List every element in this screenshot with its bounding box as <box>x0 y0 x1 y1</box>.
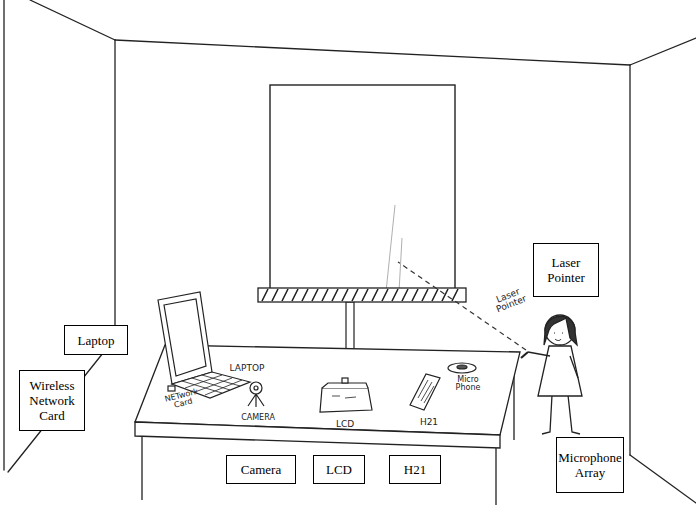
frame-edge <box>3 0 4 470</box>
board-tray <box>258 288 466 302</box>
presenter-arm <box>528 352 550 356</box>
label-box: H21 <box>389 455 441 484</box>
lcd-top <box>322 383 368 388</box>
lcd-knob <box>342 378 348 383</box>
back-wall-top <box>115 40 630 65</box>
board-marks <box>386 205 402 292</box>
label-box: LCD <box>313 455 365 484</box>
h21-device <box>410 374 440 410</box>
h21-drawing <box>410 374 440 410</box>
box-label: H21 <box>404 462 426 477</box>
screen-bezel <box>164 299 206 376</box>
floor-edge <box>630 455 696 503</box>
laptop-drawing <box>158 292 250 398</box>
box-label: LCD <box>326 462 352 477</box>
whiteboard-surface <box>270 85 455 289</box>
lcd-box <box>320 388 372 412</box>
microphone-center <box>457 365 467 369</box>
box-text-group: H21 <box>404 462 426 477</box>
box-label: Wireless Network Card <box>24 378 80 423</box>
wall-corner <box>114 40 115 338</box>
camera-drawing <box>248 382 264 407</box>
handwritten-label: Laser Pointer <box>486 284 534 318</box>
box-label: Laser Pointer <box>538 255 594 285</box>
label-box: Wireless Network Card <box>19 370 85 431</box>
ceiling-edge <box>630 38 696 65</box>
label-box: Microphone Array <box>556 437 624 493</box>
handwritten-label: Micro Phone <box>448 376 488 393</box>
box-label: Microphone Array <box>558 450 622 480</box>
handwritten-label: CAMERA <box>236 414 280 422</box>
presenter-figure <box>521 315 582 434</box>
box-text-group: Camera <box>241 462 281 477</box>
camera-lens <box>254 386 258 390</box>
presenter-legs <box>542 395 580 434</box>
presenter-dress <box>538 346 582 396</box>
room-walls <box>4 0 696 503</box>
ceiling-edge <box>30 0 115 40</box>
handwritten-label: LCD <box>330 420 360 429</box>
box-text-group: Wireless Network Card <box>24 378 80 423</box>
whiteboard <box>258 85 466 350</box>
presenter-face <box>554 333 563 341</box>
label-box: Laptop <box>64 325 128 355</box>
laptop-screen <box>158 292 212 384</box>
box-text-group: Laser Pointer <box>538 255 594 285</box>
board-stand <box>346 302 354 350</box>
handwritten-label: LAPTOP <box>222 364 272 373</box>
wall-corner <box>629 65 630 455</box>
floor-edge <box>8 338 115 472</box>
presenter-hair <box>544 316 577 345</box>
h21-buttons <box>418 380 434 403</box>
camera-tripod <box>248 394 264 407</box>
box-text-group: Laptop <box>78 333 115 348</box>
handwritten-label: H21 <box>414 418 444 427</box>
laser-pointer <box>521 352 528 358</box>
microphone-drawing <box>448 363 476 373</box>
lcd-drawing <box>320 378 372 412</box>
label-box: Camera <box>226 455 296 484</box>
box-label: Camera <box>241 462 281 477</box>
box-label: Laptop <box>78 333 115 348</box>
tray-hatching <box>262 289 458 301</box>
presenter-arm <box>570 356 578 378</box>
camera-lens <box>250 382 262 394</box>
label-box: Laser Pointer <box>533 243 599 297</box>
network-card <box>168 386 175 391</box>
box-text-group: LCD <box>326 462 352 477</box>
box-text-group: Microphone Array <box>558 450 622 480</box>
microphone-disk <box>448 363 476 373</box>
table-apron <box>135 422 500 448</box>
lcd-scribble <box>332 396 356 398</box>
